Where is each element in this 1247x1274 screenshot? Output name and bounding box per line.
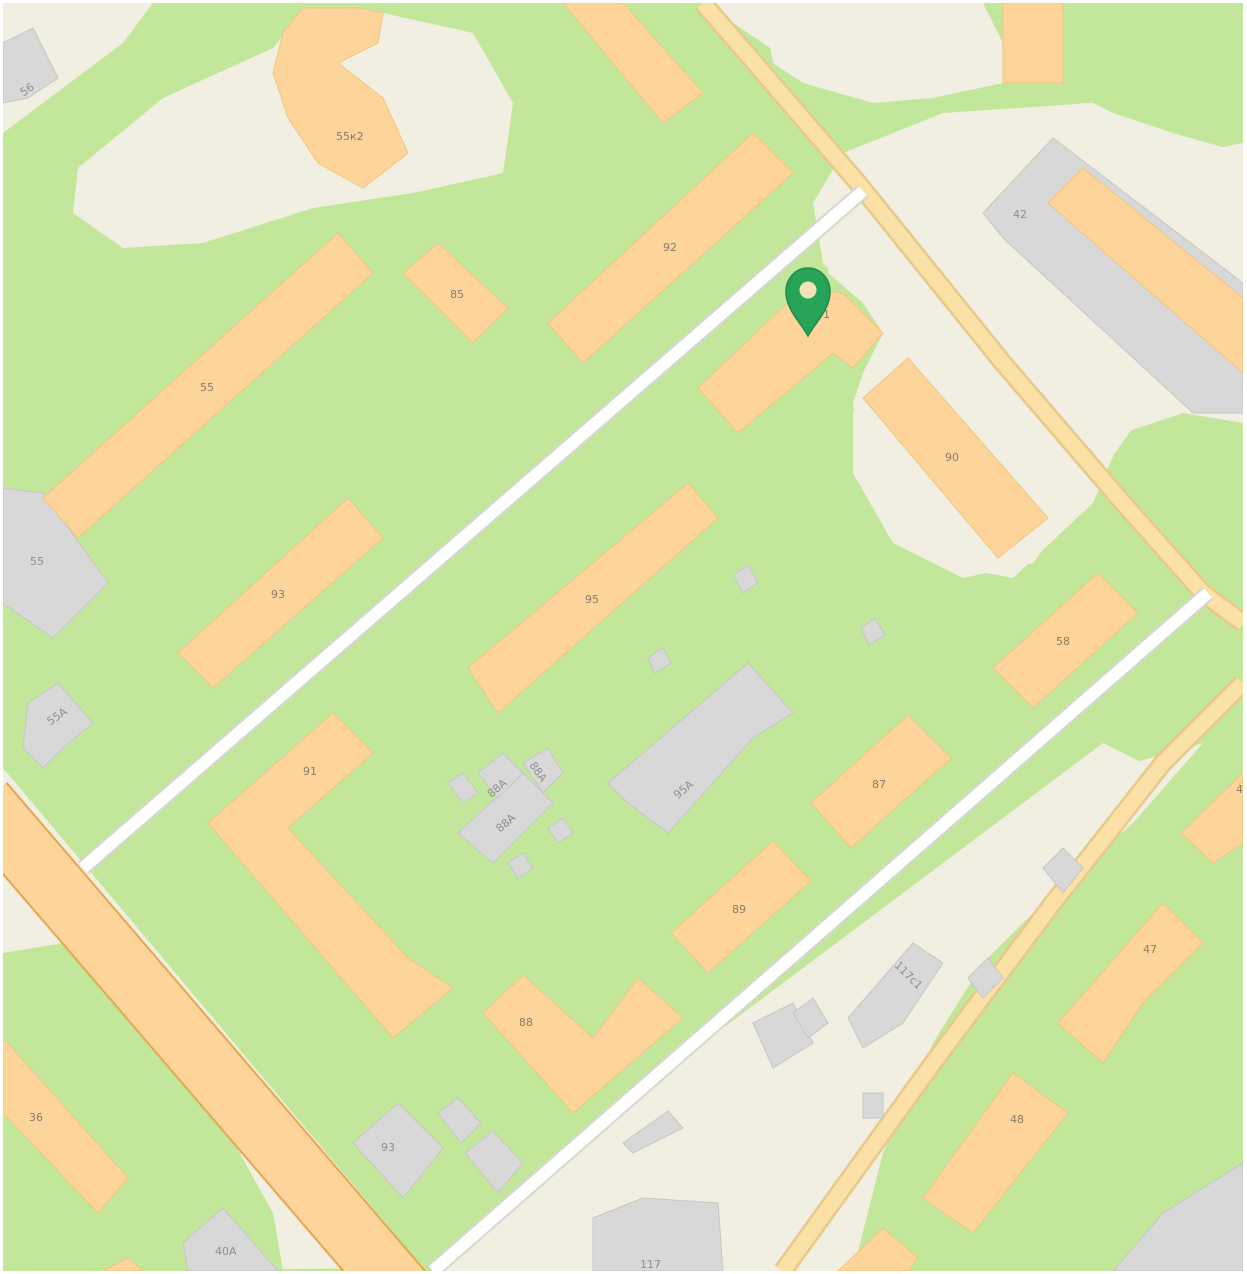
label-91-top: 1 <box>823 308 830 321</box>
label-58: 58 <box>1056 635 1070 648</box>
label-42: 42 <box>1013 208 1027 221</box>
footways <box>77 184 1214 1271</box>
label-88: 88 <box>519 1016 533 1029</box>
roads <box>3 3 1243 1271</box>
label-90: 90 <box>945 451 959 464</box>
map-view[interactable]: 56 55к2 42 92 85 55 1 90 55 93 95 58 55А… <box>3 3 1243 1271</box>
label-93-grey: 93 <box>381 1141 395 1154</box>
label-36: 36 <box>29 1111 43 1124</box>
map-canvas[interactable]: 56 55к2 42 92 85 55 1 90 55 93 95 58 55А… <box>3 3 1243 1271</box>
label-87: 87 <box>872 778 886 791</box>
other-buildings <box>3 27 1243 1271</box>
label-47: 47 <box>1143 943 1157 956</box>
label-48: 48 <box>1010 1113 1024 1126</box>
map-pin-icon[interactable] <box>785 267 831 338</box>
label-40a: 40А <box>215 1245 237 1258</box>
label-95: 95 <box>585 593 599 606</box>
house-number-labels: 56 55к2 42 92 85 55 1 90 55 93 95 58 55А… <box>18 80 1243 1271</box>
label-93: 93 <box>271 588 285 601</box>
label-91: 91 <box>303 765 317 778</box>
label-89: 89 <box>732 903 746 916</box>
label-92: 92 <box>663 241 677 254</box>
label-55: 55 <box>200 381 214 394</box>
label-55k2: 55к2 <box>336 130 364 143</box>
label-4: 4 <box>1236 783 1243 796</box>
label-55-grey: 55 <box>30 555 44 568</box>
residential-buildings <box>3 3 1243 1271</box>
label-117: 117 <box>640 1258 661 1271</box>
label-85: 85 <box>450 288 464 301</box>
